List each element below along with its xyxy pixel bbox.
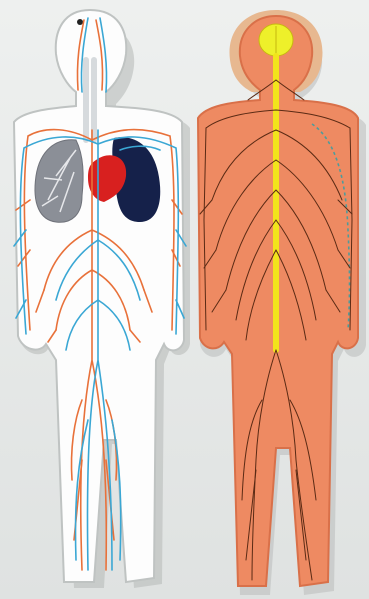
- anatomy-photo: [0, 0, 369, 599]
